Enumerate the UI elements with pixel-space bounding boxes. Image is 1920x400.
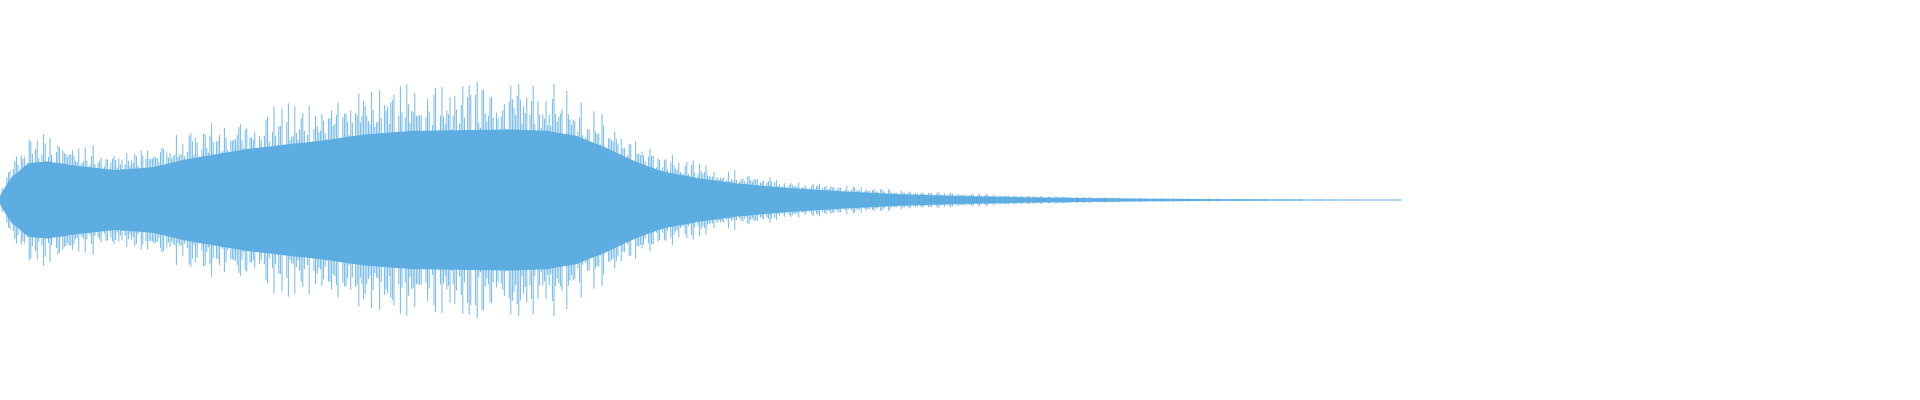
waveform-canvas xyxy=(0,82,1402,318)
